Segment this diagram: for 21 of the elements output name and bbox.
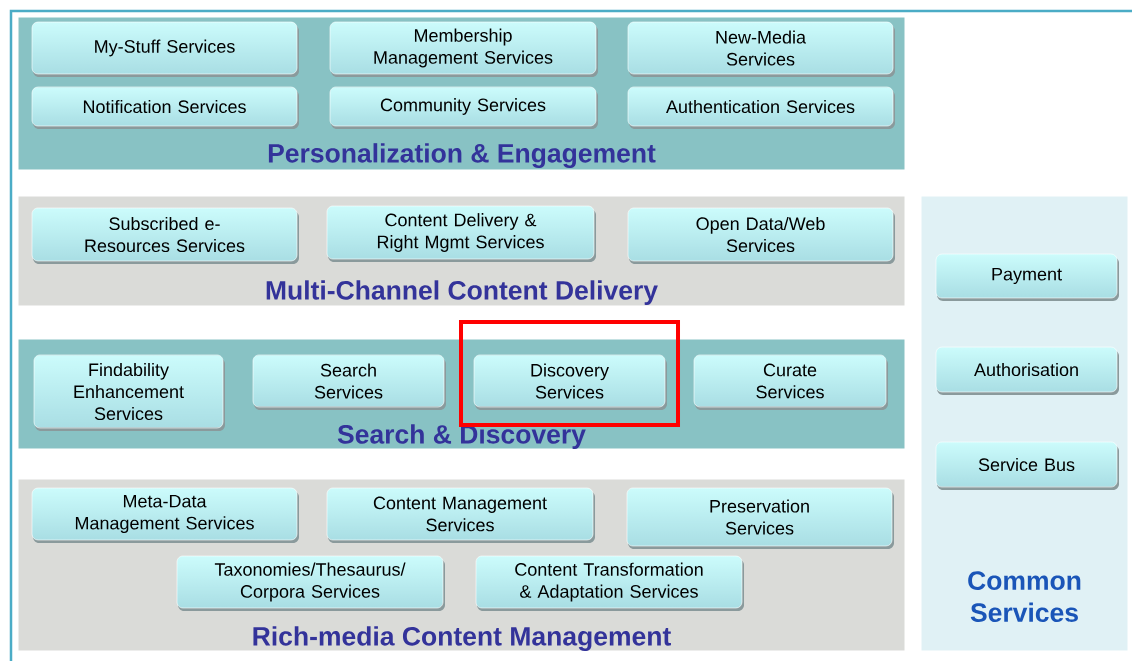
service-box: Payment [935, 253, 1119, 301]
service-box: Preservation Services [626, 487, 894, 549]
service-box: Curate Services [693, 354, 888, 410]
service-box: Service Bus [935, 441, 1119, 490]
service-box: Membership Management Services [329, 21, 598, 77]
service-box: Authorisation [935, 346, 1119, 395]
service-box: Content Management Services [326, 487, 595, 543]
service-box: Search Services [252, 354, 446, 410]
service-box: Authentication Services [627, 86, 895, 129]
service-box: My-Stuff Services [31, 21, 299, 77]
service-box: Content Delivery & Right Mgmt Services [326, 205, 596, 262]
service-box: Notification Services [31, 86, 299, 129]
service-box: Meta-Data Management Services [31, 487, 299, 543]
service-box: Findability Enhancement Services [33, 354, 225, 431]
service-box: Open Data/Web Services [627, 207, 895, 264]
service-box: Content Transformation & Adaptation Services [475, 555, 744, 611]
service-box: New-Media Services [627, 21, 895, 77]
service-box: Discovery Services [473, 354, 667, 410]
service-box: Taxonomies/Thesaurus/ Corpora Services [176, 555, 445, 611]
service-box: Community Services [329, 86, 598, 129]
service-box: Subscribed e-Resources Services [31, 207, 299, 264]
